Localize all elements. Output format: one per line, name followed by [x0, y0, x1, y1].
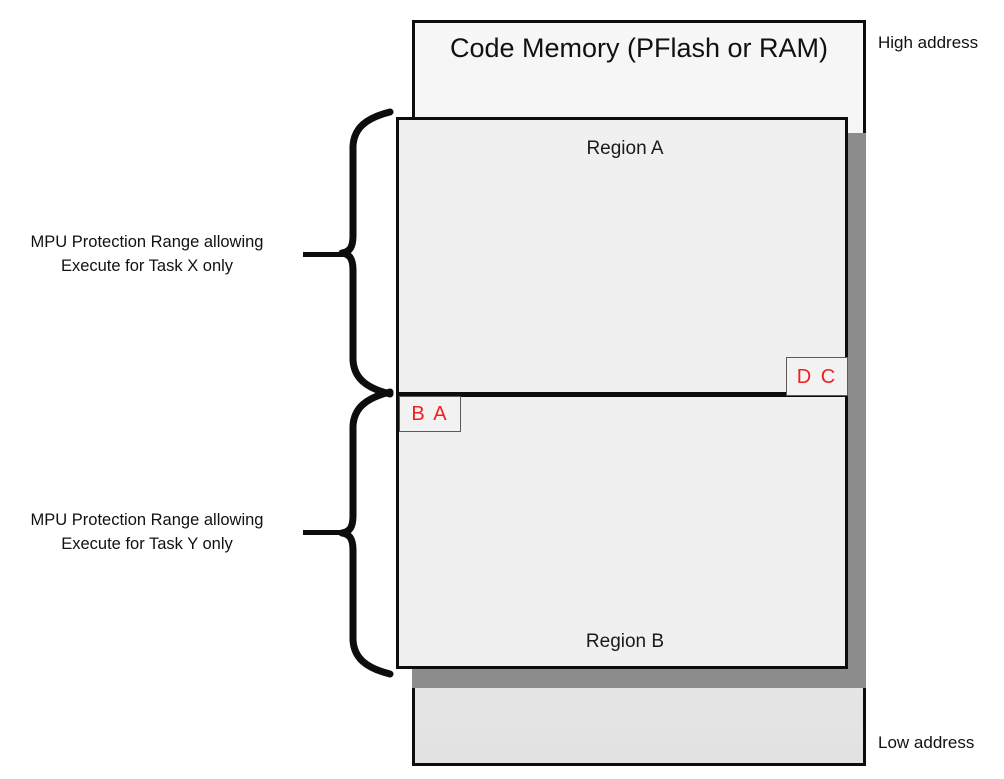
brace-task-y-connector [303, 530, 347, 535]
range-task-x-line1: MPU Protection Range allowing [30, 233, 264, 251]
brace-task-y [338, 388, 394, 678]
range-task-x-text: MPU Protection Range allowing Execute fo… [2, 230, 292, 278]
code-memory-title: Code Memory (PFlash or RAM) [449, 33, 829, 63]
range-task-y-line1: MPU Protection Range allowing [30, 511, 264, 529]
range-task-y-line2: Execute for Task Y only [61, 535, 233, 553]
region-a-label: Region A [586, 138, 664, 159]
region-b-box: Region B [396, 394, 848, 669]
range-task-x-line2: Execute for Task X only [60, 257, 234, 275]
region-b-label: Region B [585, 631, 665, 652]
range-task-y-text: MPU Protection Range allowing Execute fo… [2, 508, 292, 556]
brace-task-x [338, 108, 394, 398]
region-a-box: Region A [396, 117, 848, 395]
chip-dc: D C [786, 357, 848, 396]
chip-ba: B A [399, 396, 461, 432]
low-address-label: Low address [878, 733, 975, 752]
high-address-label: High address [878, 33, 979, 52]
brace-task-x-connector [303, 252, 347, 257]
